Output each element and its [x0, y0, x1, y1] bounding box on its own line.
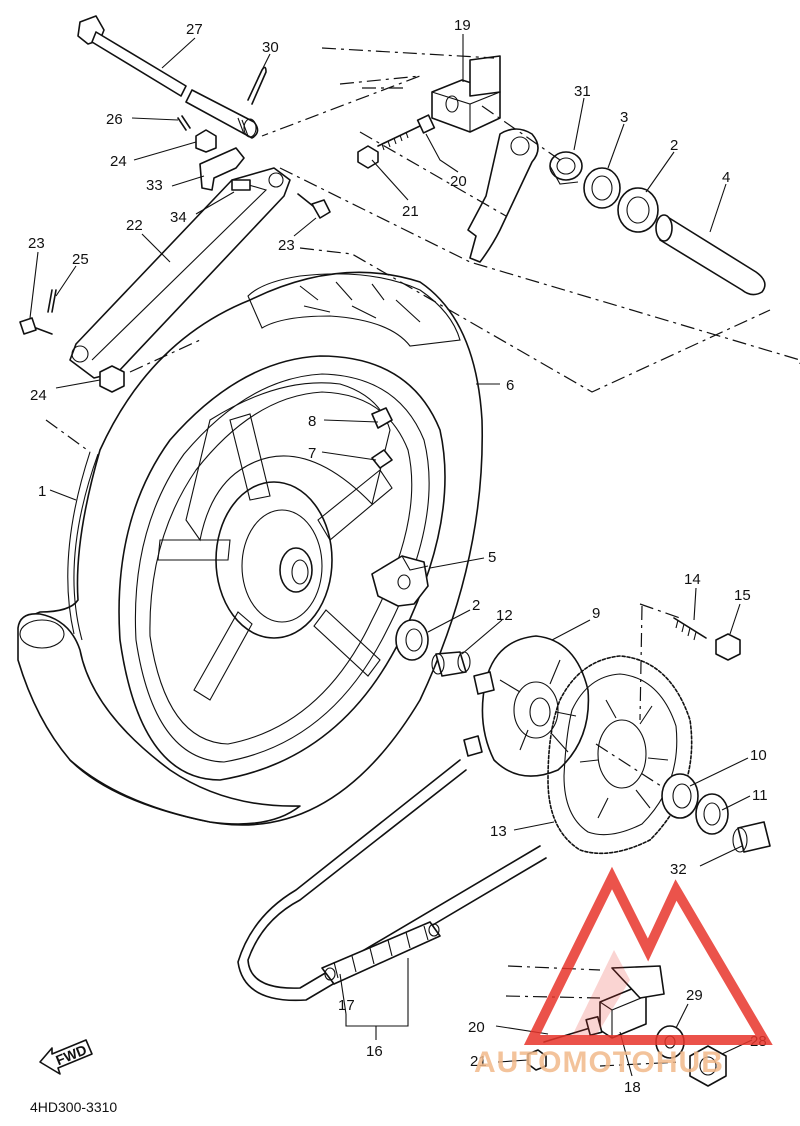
cotter-pin	[247, 66, 267, 105]
callout-27: 27	[186, 21, 203, 38]
callout-26: 26	[106, 111, 123, 128]
balance-weight	[371, 407, 393, 469]
callout-31: 31	[574, 83, 591, 100]
bolt-right	[297, 193, 331, 219]
callout-13: 13	[490, 823, 507, 840]
callout-24: 24	[110, 153, 127, 170]
axle-nut	[689, 1045, 727, 1087]
callout-16: 16	[366, 1043, 383, 1060]
cotter-left	[47, 289, 57, 313]
callout-8: 8	[308, 413, 316, 430]
stud-bolt	[673, 617, 707, 641]
cotter-small	[177, 115, 191, 131]
callout-6: 6	[506, 377, 514, 394]
brake-caliper	[371, 555, 429, 607]
wheel-spacer	[655, 214, 766, 296]
callout-15: 15	[734, 587, 751, 604]
callout-29: 29	[686, 987, 703, 1004]
callout-23: 23	[278, 237, 295, 254]
callout-14: 14	[684, 571, 701, 588]
callout-20: 20	[450, 173, 467, 190]
callout-19: 19	[454, 17, 471, 34]
callout-23-left: 23	[28, 235, 45, 252]
callout-30: 30	[262, 39, 279, 56]
bearing-right	[617, 187, 659, 233]
callout-11: 11	[752, 787, 768, 804]
drawing-code: 4HD300-3310	[30, 1099, 117, 1115]
callout-1: 1	[38, 483, 46, 500]
callout-25: 25	[72, 251, 89, 268]
drive-chain	[237, 759, 547, 1002]
callout-2: 2	[670, 137, 678, 154]
callout-20-bottom: 20	[468, 1019, 485, 1036]
collar-sprocket	[431, 651, 471, 677]
watermark-text: AUTOMOTOHUB	[474, 1046, 724, 1079]
callout-22: 22	[126, 217, 143, 234]
callout-18: 18	[624, 1079, 641, 1096]
caliper-bracket-arm	[467, 128, 539, 263]
rear-wheel-tire	[17, 271, 484, 826]
callout-12: 12	[496, 607, 513, 624]
callout-33: 33	[146, 177, 163, 194]
callout-17: 17	[338, 997, 355, 1014]
watermark-logo: AUTOMOTOHUB	[474, 866, 773, 1079]
callout-9: 9	[592, 605, 600, 622]
callout-10: 10	[750, 747, 767, 764]
nut-bottom	[527, 1049, 547, 1071]
sprocket-hub	[463, 635, 590, 777]
collar-bottom	[99, 365, 125, 393]
callout-7: 7	[308, 445, 316, 462]
collar-top	[195, 129, 217, 153]
callout-labels: 27 30 19 31 3 2 4 26 24 33 34 20 21 22 2…	[28, 17, 768, 1096]
stay-bracket	[199, 147, 245, 191]
callout-2-bottom: 2	[472, 597, 480, 614]
callout-3: 3	[620, 109, 628, 126]
oil-seal	[583, 167, 621, 209]
sprocket-nut	[715, 633, 741, 661]
direction-label: FWD	[53, 1041, 89, 1068]
adjuster-bolt-top	[377, 114, 436, 151]
callout-21-bottom: 21	[470, 1053, 487, 1070]
bolt-left	[19, 317, 53, 335]
chain-puller-top	[431, 55, 501, 133]
plate	[231, 179, 251, 191]
bearing-left	[395, 619, 429, 661]
rear-sprocket	[547, 655, 693, 855]
forward-arrow: FWD	[39, 1039, 93, 1075]
callout-32: 32	[670, 861, 687, 878]
callout-24-bottom: 24	[30, 387, 47, 404]
sprocket-seal	[695, 793, 729, 835]
rear-axle	[77, 15, 259, 139]
callout-21: 21	[402, 203, 419, 220]
nut-top	[357, 145, 379, 169]
callout-4: 4	[722, 169, 730, 186]
callout-34: 34	[170, 209, 187, 226]
callout-5: 5	[488, 549, 496, 566]
sprocket-bearing	[661, 773, 699, 819]
sprocket-collar	[732, 821, 771, 853]
